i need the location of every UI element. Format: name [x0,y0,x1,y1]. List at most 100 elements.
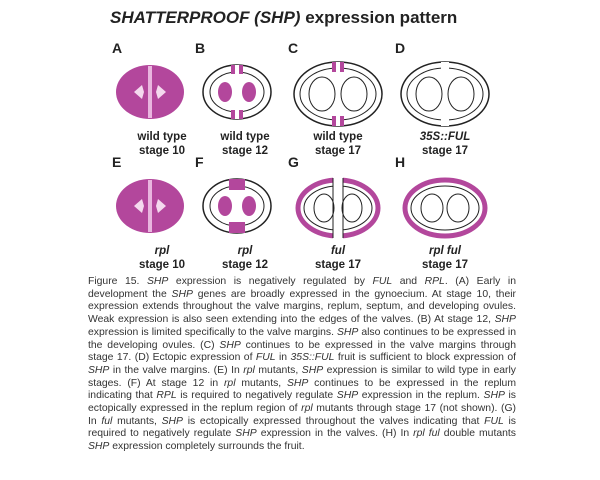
caption-gene: ful [101,415,113,427]
ovules [242,196,256,216]
caption-text: and [392,276,425,287]
valve-margin [231,110,235,119]
panel-letter: F [195,154,204,170]
caption-text: is required to negatively regulate [176,390,337,402]
panel-e: E rpl stage 10 [112,154,212,274]
panel-letter: G [288,154,299,170]
panel-letter: H [395,154,406,170]
panel-label-line1: wild type [137,131,187,143]
caption-gene: rpl [243,364,255,376]
locule [447,76,475,112]
caption-gene: SHP [301,364,324,376]
panel-label-line2: stage 17 [314,145,362,157]
diagram-stage12-rpl [202,178,272,234]
panel-label-line1: ful [288,244,388,258]
caption-gene: SHP [171,288,193,300]
caption-text: double mutants [439,428,516,440]
locule [308,76,336,112]
diagram-stage10-wildtype [116,65,184,119]
ovules [242,82,256,102]
caption-text: genes are broadly expressed in the gynoe… [88,288,517,326]
genotype-label: rpl [237,245,253,257]
replum-expression [229,222,245,233]
locule [415,76,443,112]
locule [341,193,363,223]
panel-label-line2: stage 17 [421,259,469,271]
genotype-label: ful [330,245,346,257]
caption-text: in [275,352,291,364]
caption-gene: SHP [88,441,110,453]
valve-margin [231,65,235,74]
caption-gene: SHP [494,314,516,326]
septum [148,66,152,118]
title-gene: SHATTERPROOF (SHP) [110,8,301,27]
panel-label-line2: stage 17 [314,259,362,271]
caption-gene: SHP [235,428,257,440]
diagram-stage17-rplful [402,177,488,239]
caption-gene: rpl [301,403,313,415]
valve-margin [239,65,243,74]
panel-b: B wild type stage 12 [195,40,295,160]
panel-label-line2: stage 12 [221,259,269,271]
panel-c: C wild type stage 17 [288,40,388,160]
septum [148,180,152,232]
caption-text: mutants, [254,364,302,376]
locule [420,193,444,223]
panel-label-line2: stage 12 [221,145,269,157]
inner-outline [410,185,480,231]
panel-letter: D [395,40,406,56]
replum [441,62,449,126]
panel-label-line1: rpl [195,244,295,258]
genotype-label: rpl ful [429,245,461,257]
caption-text: expression in the replum. [358,390,484,402]
panel-label-line2: stage 17 [421,145,469,157]
caption-gene: rpl ful [413,428,440,440]
caption-text: expression is similar to wild type in ea… [88,364,517,389]
caption-text: continues to be expressed in the replum … [88,377,516,402]
caption-text: expression is limited specifically to th… [88,326,337,338]
caption-text: continues to be expressed in the valve m… [88,339,516,364]
caption-gene: SHP [287,377,309,389]
caption-gene: rpl [223,377,236,389]
caption-text: is ectopically expressed throughout the … [183,415,485,427]
caption-text: is required to negatively regulate [88,415,516,440]
title-rest: expression pattern [300,8,458,27]
caption-gene: FUL [484,415,504,427]
valve-margin [340,62,344,72]
caption-gene: RPL [424,276,445,287]
diagram-stage17-ful [295,174,381,244]
caption-gene: SHP [219,339,241,351]
panel-letter: E [112,154,122,170]
panel-f: F rpl stage 12 [195,154,295,274]
panel-label-line2: stage 10 [138,145,186,157]
replum [333,174,343,244]
locule [340,76,368,112]
caption-text: also continues to be expressed in the de… [88,326,516,351]
valve-margin [332,62,336,72]
panel-letter: A [112,40,123,56]
caption-text: mutants, [112,415,162,427]
panel-h: H rpl ful stage 17 [395,154,495,274]
panel-a: A wild type stage 10 [112,40,212,160]
panel-label-line1: wild type [313,131,363,143]
caption-gene: 35S::FUL [290,352,335,364]
caption-gene: SHP [147,276,169,287]
valve-margin [332,116,336,126]
locule [446,193,470,223]
caption-text: expression is negatively regulated by [168,276,373,287]
caption-gene: RPL [156,390,177,402]
valve-margin [340,116,344,126]
caption-text: in the valve margins. (E) In [109,364,244,376]
caption-gene: SHP [88,364,110,376]
replum [233,65,241,119]
caption-gene: SHP [336,390,359,402]
caption-text: Figure 15. [88,276,147,287]
ovule-gaps [134,199,166,213]
panel-label-line1: rpl ful [395,244,495,258]
caption-text: is ectopically expressed in the replum r… [88,390,516,415]
valve-margin [239,110,243,119]
caption-gene: SHP [483,390,505,402]
genotype-label: rpl [154,245,170,257]
figure-caption: Figure 15. SHP expression is negatively … [88,276,516,454]
replum-expression [229,179,245,190]
